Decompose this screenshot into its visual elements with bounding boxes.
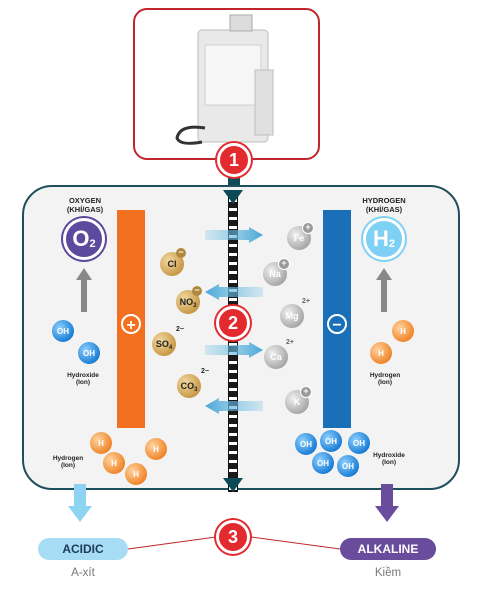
cation-potassium: K +: [285, 386, 312, 414]
step-badge-3: 3: [216, 520, 250, 554]
hydroxide-ion: OH: [348, 432, 370, 454]
step-badge-1: 1: [217, 143, 251, 177]
migration-arrow-right: [205, 227, 263, 243]
migration-arrow-left: [205, 398, 263, 414]
hydrogen-ion: H: [125, 463, 147, 485]
cation-sodium: Na +: [263, 258, 290, 286]
hydroxide-left-label: Hydroxide(Ion): [67, 372, 99, 386]
cathode-electrode: −: [323, 210, 351, 428]
alkaline-sublabel: Kiềm: [374, 567, 402, 579]
plus-sign-icon: +: [121, 314, 141, 334]
hydrogen-ion: H: [370, 342, 392, 364]
oxygen-up-arrow: [76, 268, 92, 312]
hydrogen-gas-label: HYDROGEN(KHÍ/GAS): [362, 196, 406, 214]
hydrogen-ion: H: [145, 438, 167, 460]
hydrogen-ion: H: [90, 432, 112, 454]
migration-arrow-left: [205, 284, 263, 300]
hydrogen-up-arrow: [376, 268, 392, 312]
alkaline-pill: ALKALINE: [340, 538, 436, 560]
membrane-top-arrow: [223, 190, 243, 204]
hydroxide-ion: OH: [295, 433, 317, 455]
water-ionizer-device-image: [175, 14, 274, 145]
hydrogen-ion: H: [392, 320, 414, 342]
hydrogen-right-label: Hydrogen(Ion): [369, 372, 401, 386]
hydroxide-ion: OH: [78, 342, 100, 364]
alkaline-outflow-arrow: [375, 484, 399, 522]
cation-calcium: Ca 2+: [264, 339, 294, 369]
acidic-outflow-arrow: [68, 484, 92, 522]
oxygen-label: OXYGEN(KHÍ/GAS): [66, 196, 104, 214]
minus-sign-icon: −: [327, 314, 347, 334]
hydrogen-ion: H: [103, 452, 125, 474]
hydroxide-ion: OH: [52, 320, 74, 342]
anion-chloride: Cl −: [160, 248, 186, 276]
membrane-bottom-arrow: [223, 478, 243, 492]
cation-iron: Fe +: [287, 222, 314, 250]
step-badge-2: 2: [216, 306, 250, 340]
hydroxide-ion: OH: [312, 452, 334, 474]
device-image-frame: [133, 8, 320, 160]
acidic-sublabel: A-xít: [71, 567, 95, 579]
acidic-pill: ACIDIC: [38, 538, 128, 560]
anode-electrode: +: [117, 210, 145, 428]
migration-arrow-right: [205, 342, 263, 358]
hydroxide-right-label: Hydroxide(Ion): [373, 452, 405, 466]
hydrogen-left-label: Hydrogen(Ion): [52, 455, 84, 469]
hydroxide-ion: OH: [320, 430, 342, 452]
cation-magnesium: Mg 2+: [280, 298, 310, 328]
hydroxide-ion: OH: [337, 455, 359, 477]
